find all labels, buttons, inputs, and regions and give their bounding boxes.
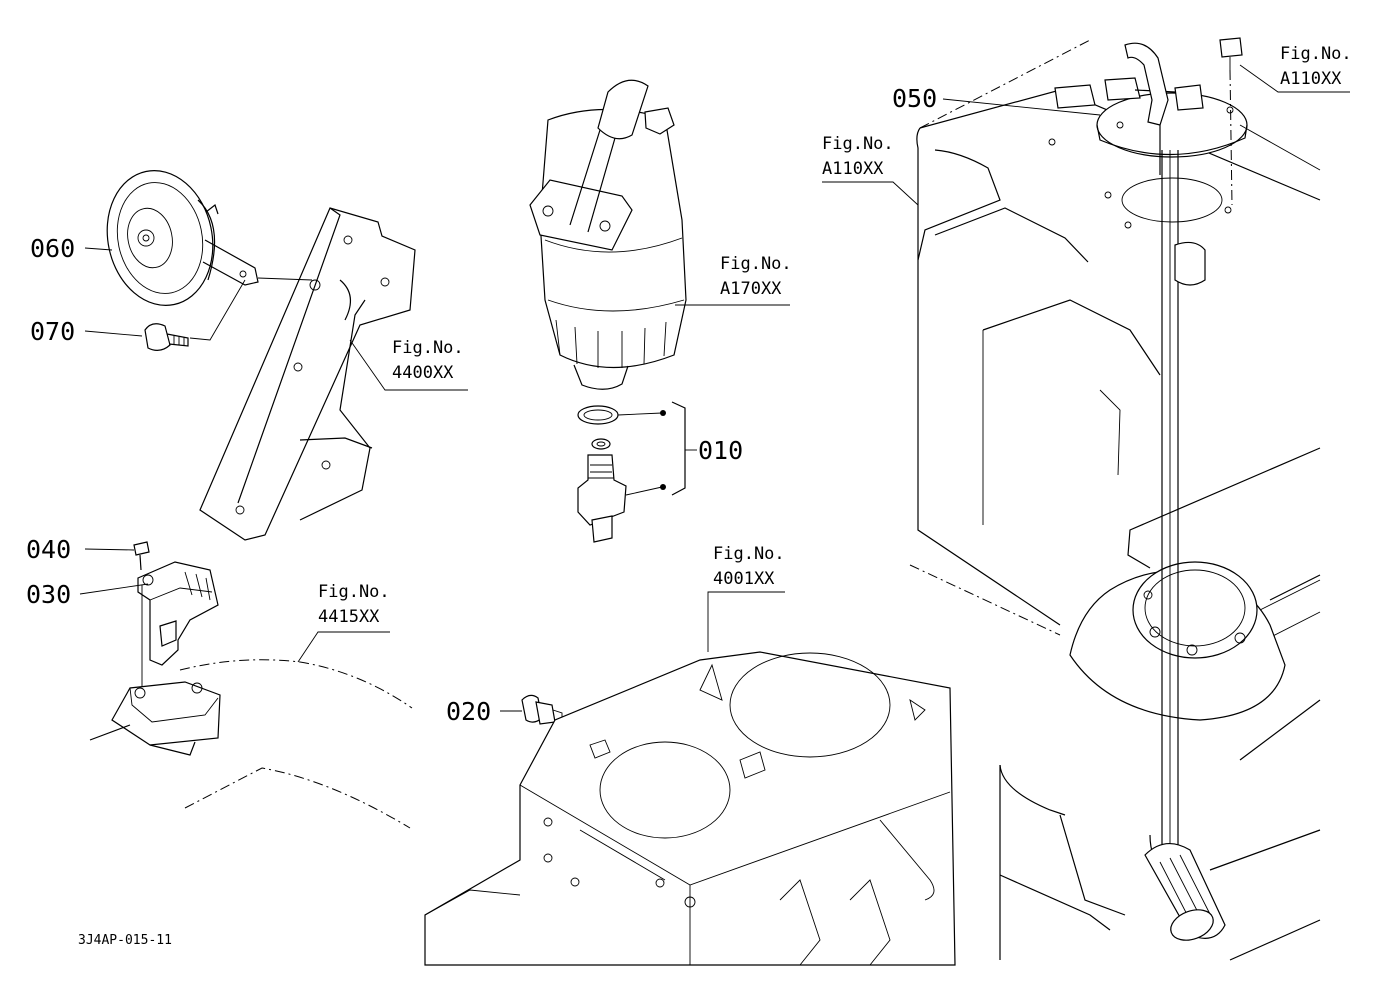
leader-060 [84, 247, 113, 251]
drawing-code: 3J4AP-015-11 [78, 933, 172, 948]
filter-assembly [529, 79, 687, 543]
leader-070-bolt [189, 279, 246, 341]
bolt-070 [144, 323, 189, 351]
leader-040 [84, 548, 135, 551]
screw-040 [133, 541, 150, 571]
part-number-010: 010 [698, 436, 744, 465]
sensor-030 [137, 561, 219, 666]
fig-ref-A110-top-prefix: Fig.No. [1280, 44, 1352, 64]
fig-ref-4415-code: 4415XX [318, 607, 380, 627]
fig-ref-A110-left-prefix: Fig.No. [822, 134, 894, 154]
bracket-010 [671, 401, 686, 496]
leader-070 [84, 330, 143, 337]
leader-4001 [707, 591, 785, 652]
leader-oring [617, 412, 663, 416]
leader-A110-top [1239, 64, 1350, 93]
leader-050 [942, 98, 1101, 116]
part-number-060: 060 [30, 234, 76, 263]
fig-ref-A110-left-code: A110XX [822, 159, 884, 179]
fig-ref-4001-prefix: Fig.No. [713, 544, 785, 564]
fig-ref-A170-code: A170XX [720, 279, 782, 299]
part-number-040: 040 [26, 535, 72, 564]
fig-ref-4400-prefix: Fig.No. [392, 338, 464, 358]
fig-ref-4415-prefix: Fig.No. [318, 582, 390, 602]
sensor-mount [89, 681, 221, 756]
fuel-tank [909, 39, 1321, 961]
leader-switch [625, 486, 663, 496]
switch-020 [521, 694, 563, 725]
axis-screw [1229, 69, 1233, 206]
fig-ref-4001-code: 4001XX [713, 569, 775, 589]
leader-4400 [349, 339, 468, 391]
engine-block [424, 651, 956, 966]
part-number-050: 050 [892, 84, 938, 113]
screw-A110 [1219, 37, 1243, 70]
mounting-bracket [199, 207, 416, 541]
sender-unit-050 [1048, 42, 1248, 941]
fig-ref-A110-top-code: A110XX [1280, 69, 1342, 89]
tank-edge-dash [919, 39, 1091, 129]
leader-bracket [257, 277, 313, 281]
fig-ref-4400-code: 4400XX [392, 363, 454, 383]
fig-ref-A170-prefix: Fig.No. [720, 254, 792, 274]
horn-assembly [106, 170, 259, 306]
part-number-030: 030 [26, 580, 72, 609]
leader-030 [79, 583, 149, 595]
outline-4415 [179, 659, 413, 709]
leader-A110-left [822, 181, 919, 206]
part-number-070: 070 [30, 317, 76, 346]
leader-4415 [297, 631, 390, 663]
part-number-020: 020 [446, 697, 492, 726]
